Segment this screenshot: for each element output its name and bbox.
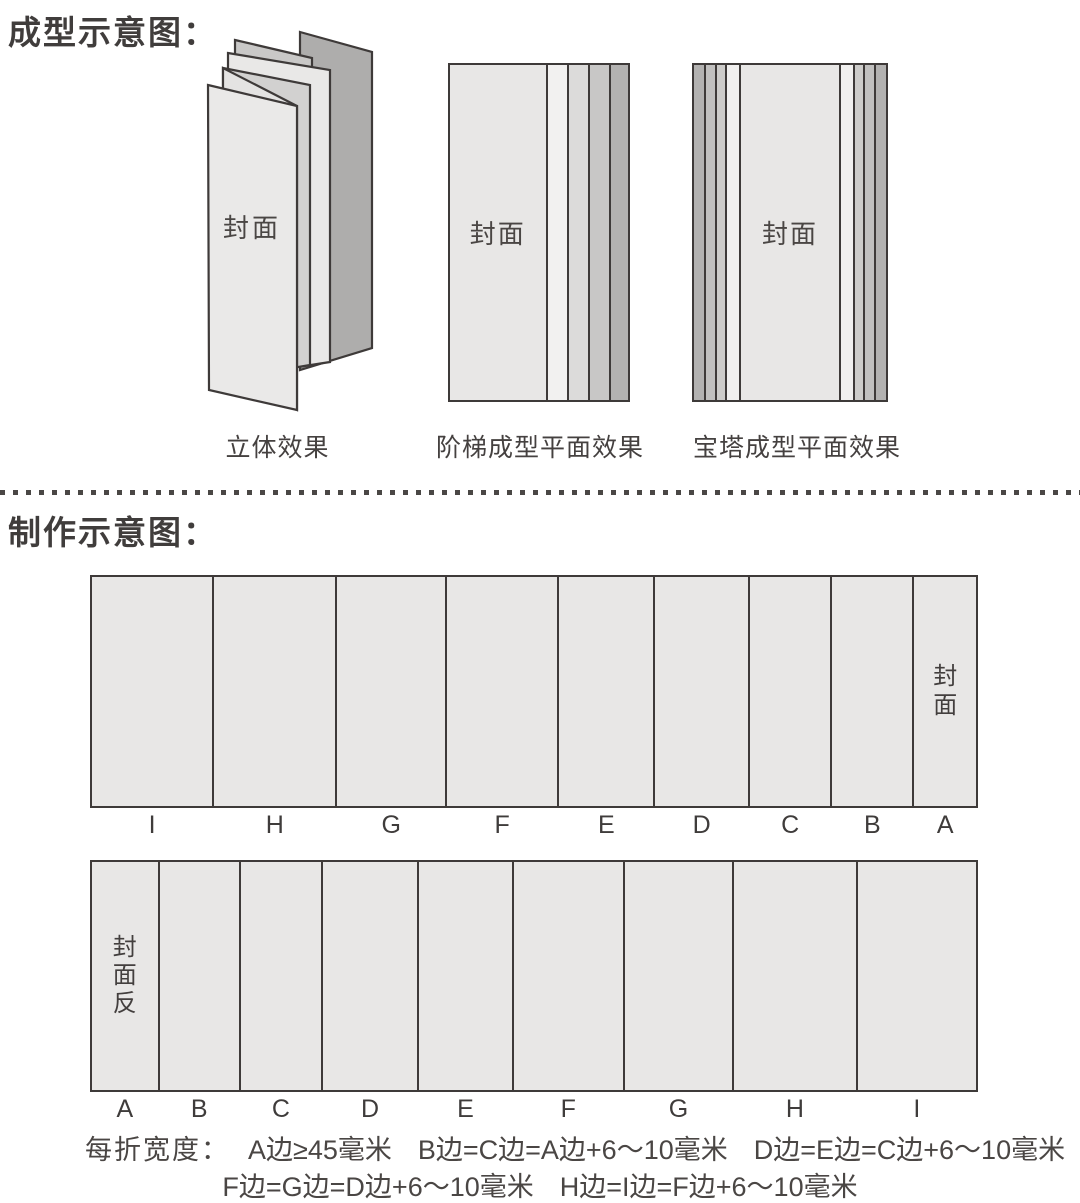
step-cover-label: 封面 (469, 219, 526, 249)
accordion-3d-figure (206, 30, 374, 412)
fold-rule-l1-1: A边≥45毫米 (248, 1135, 392, 1165)
strip-panel-g (624, 862, 733, 1090)
strip-panel-h (214, 577, 336, 806)
panel-label-d: D (361, 1095, 380, 1123)
strip-panel-e (559, 577, 654, 806)
panel-label-a: A (116, 1095, 134, 1123)
panel-label-g: G (381, 811, 401, 839)
pagoda-left-stripe-1 (694, 65, 705, 400)
pagoda-fold-figure: 封面 (692, 63, 888, 402)
reverse-cover-vertical-label: 封面反 (92, 862, 158, 1090)
caption-step-flat-effect: 阶梯成型平面效果 (435, 434, 644, 462)
pagoda-right-stripe-1 (875, 65, 886, 400)
accordion-cover-label: 封面 (222, 213, 281, 243)
fold-rule-l2-1: F边=G边=D边+6～10毫米 (222, 1172, 534, 1202)
fold-width-note-line2: F边=G边=D边+6～10毫米 H边=I边=F边+6～10毫米 (0, 1165, 1080, 1203)
panel-label-g: G (668, 1095, 689, 1123)
front-cover-vertical-label: 封面 (914, 577, 976, 806)
panel-label-d: D (692, 811, 711, 839)
production-section-title: 制作示意图： (8, 514, 218, 551)
pagoda-cover-label: 封面 (761, 219, 818, 249)
vertical-label-char: 反 (112, 990, 137, 1018)
step-edge-stripe-2 (568, 65, 588, 400)
pagoda-left-stripe-3 (717, 65, 725, 400)
panel-label-e: E (597, 811, 615, 839)
strip-panel-a: 封面 (914, 577, 976, 806)
vertical-label-char: 封 (112, 933, 137, 961)
fold-rule-l1-3: D边=E边=C边+6～10毫米 (753, 1135, 1066, 1165)
panel-label-h: H (785, 1095, 804, 1123)
pagoda-right-stripe-2 (864, 65, 874, 400)
vertical-label-char: 面 (933, 691, 958, 719)
panel-label-i: I (148, 811, 156, 839)
vertical-label-char: 面 (112, 961, 137, 989)
strip-panel-c (240, 862, 322, 1090)
caption-pagoda-flat-effect: 宝塔成型平面效果 (692, 434, 901, 462)
pagoda-left-stripe-2 (706, 65, 716, 400)
strip-panel-i (92, 577, 213, 806)
reverse-strip-labels: A B C D E F G H I (90, 1095, 978, 1125)
vertical-label-char: 封 (933, 663, 958, 691)
pagoda-cover-panel: 封面 (740, 65, 840, 400)
strip-panel-d (655, 577, 749, 806)
strip-panel-a: 封面反 (92, 862, 158, 1090)
panel-label-b: B (190, 1095, 208, 1123)
production-strip-front: 封面 (90, 575, 978, 808)
fold-width-note-line1: 每折宽度： A边≥45毫米 B边=C边=A边+6～10毫米 D边=E边=C边+6～1… (85, 1128, 1065, 1167)
step-cover-panel: 封面 (450, 65, 546, 400)
step-edge-stripe-3 (589, 65, 609, 400)
strip-panel-f (446, 577, 558, 806)
step-edge-stripe-1 (547, 65, 567, 400)
panel-label-c: C (271, 1095, 290, 1123)
panel-label-a: A (936, 811, 954, 839)
pagoda-left-stripe-4 (726, 65, 739, 400)
strip-panel-b (832, 577, 913, 806)
panel-label-e: E (457, 1095, 474, 1123)
panel-label-c: C (781, 811, 800, 839)
strip-panel-i (857, 862, 976, 1090)
strip-panel-h (734, 862, 856, 1090)
production-strip-reverse: 封面反 (90, 860, 978, 1092)
fold-rule-l1-2: B边=C边=A边+6～10毫米 (417, 1135, 728, 1165)
strip-panel-f (513, 862, 623, 1090)
panel-label-f: F (494, 811, 510, 839)
caption-3d-effect: 立体效果 (225, 434, 330, 462)
strip-panel-e (419, 862, 512, 1090)
strip-panel-g (337, 577, 445, 806)
fold-rule-l2-2: H边=I边=F边+6～10毫米 (559, 1172, 858, 1202)
fold-width-note-prefix: 每折宽度： (85, 1135, 230, 1165)
strip-panel-b (159, 862, 239, 1090)
pagoda-right-stripe-3 (855, 65, 863, 400)
step-edge-stripe-4 (610, 65, 628, 400)
forming-section-title: 成型示意图： (8, 14, 218, 51)
panel-label-i: I (913, 1095, 921, 1123)
dotted-divider (0, 490, 1080, 495)
strip-panel-d (323, 862, 418, 1090)
panel-label-h: H (265, 811, 284, 839)
strip-panel-c (750, 577, 831, 806)
accordion-front-cover (206, 83, 299, 412)
panel-label-f: F (560, 1095, 576, 1123)
pagoda-right-stripe-4 (841, 65, 854, 400)
step-fold-figure: 封面 (448, 63, 630, 402)
panel-label-b: B (864, 811, 881, 839)
